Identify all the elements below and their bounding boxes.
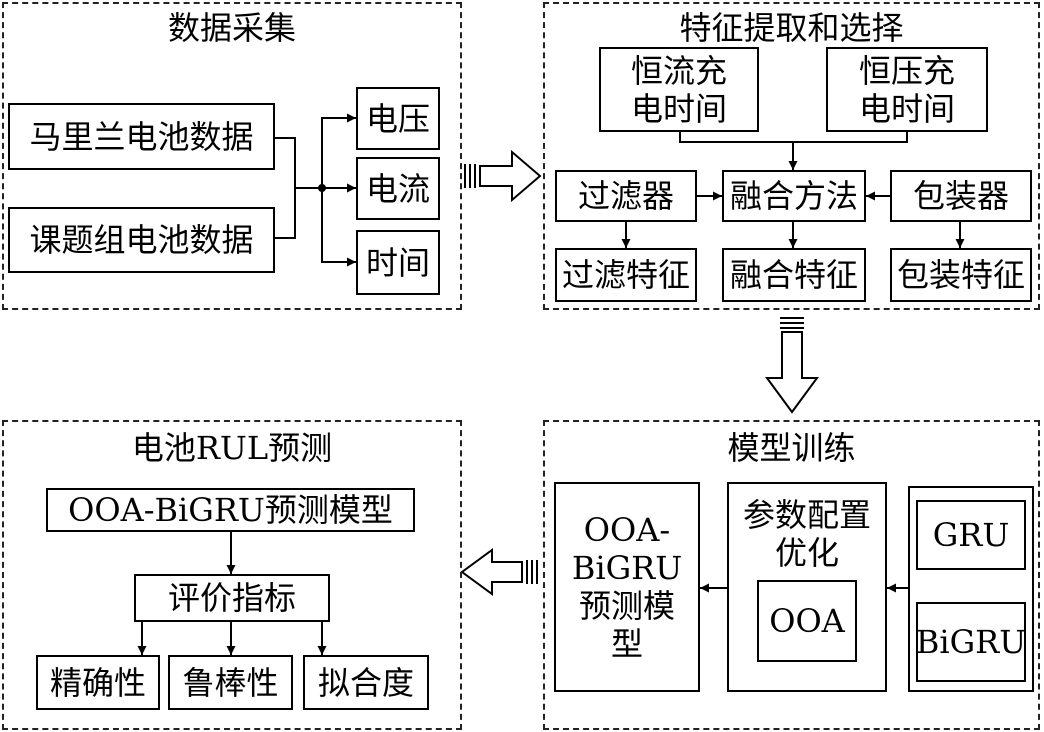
panel-title-rul-prediction: 电池RUL预测 xyxy=(131,429,333,467)
accuracy-box: 精确性 xyxy=(36,655,160,710)
fusion-method-box: 融合方法 xyxy=(722,170,866,222)
maryland-battery-data-box: 马里兰电池数据 xyxy=(8,103,275,170)
connector-time xyxy=(321,188,356,267)
fusion-feature-box: 融合特征 xyxy=(722,248,866,302)
wrapper-feature-box: 包装特征 xyxy=(890,248,1032,302)
connector-cc-to-fusion xyxy=(679,132,793,143)
goodness-of-fit-box: 拟合度 xyxy=(303,655,429,710)
param-optimization-box: 参数配置优化 OOA xyxy=(727,482,887,692)
panel-title-model-training: 模型训练 xyxy=(727,429,856,467)
panel-title-feature-extraction: 特征提取和选择 xyxy=(679,9,904,47)
voltage-box: 电压 xyxy=(356,87,440,150)
block-arrow-down xyxy=(765,317,819,414)
model-training-panel: 模型训练 xyxy=(543,420,1040,730)
filter-feature-box: 过滤特征 xyxy=(555,248,697,302)
evaluation-metrics-box: 评价指标 xyxy=(134,574,330,622)
panel-title-data-acquisition: 数据采集 xyxy=(167,9,296,47)
connector-cv-to-fusion xyxy=(793,132,908,143)
ooa-box: OOA xyxy=(757,580,857,662)
rul-prediction-panel: 电池RUL预测 xyxy=(2,420,462,730)
time-box: 时间 xyxy=(356,230,440,295)
gru-bigru-group-box: GRU BiGRU xyxy=(908,486,1034,692)
block-arrow-right xyxy=(464,149,542,203)
filter-box: 过滤器 xyxy=(555,170,697,222)
cv-charge-time-box: 恒压充电时间 xyxy=(826,47,988,132)
param-optimization-label: 参数配置优化 xyxy=(742,496,871,572)
data-acquisition-panel: 数据采集 xyxy=(2,2,462,310)
gru-box: GRU xyxy=(916,500,1026,570)
connector-voltage xyxy=(321,113,356,188)
cc-charge-time-box: 恒流充电时间 xyxy=(599,47,759,132)
feature-extraction-panel: 特征提取和选择 xyxy=(543,2,1040,310)
robustness-box: 鲁棒性 xyxy=(168,655,293,710)
wrapper-box: 包装器 xyxy=(890,170,1032,222)
block-arrow-left xyxy=(460,548,538,596)
group-battery-data-box: 课题组电池数据 xyxy=(8,207,275,273)
ooa-bigru-model-box: OOA-BiGRU预测模型 xyxy=(554,482,700,692)
bigru-box: BiGRU xyxy=(916,602,1026,682)
current-box: 电流 xyxy=(356,157,440,220)
connector-group xyxy=(275,187,322,239)
rul-model-box: OOA-BiGRU预测模型 xyxy=(46,488,415,532)
